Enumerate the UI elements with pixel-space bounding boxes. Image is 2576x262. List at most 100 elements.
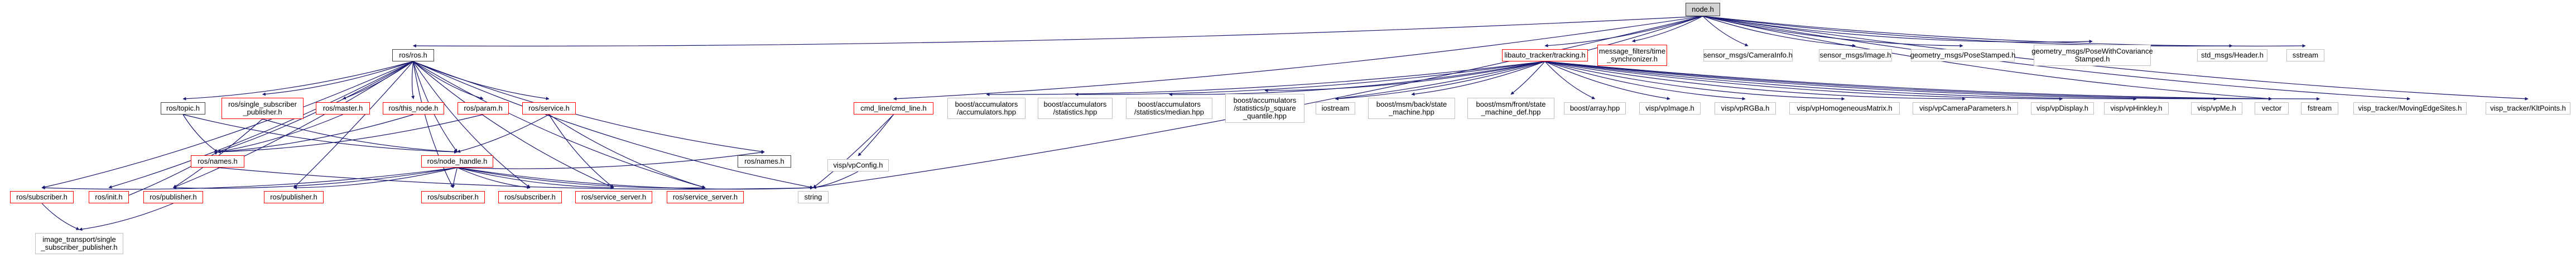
graph-edge <box>172 167 458 190</box>
graph-node-boost-array-hpp[interactable]: boost/array.hpp <box>1564 102 1626 115</box>
graph-edge <box>1544 61 2137 101</box>
graph-node-boost-accumulators-statistics-hpp[interactable]: boost/accumulators /statistics.hpp <box>1038 98 1113 119</box>
graph-edge <box>411 61 415 99</box>
graph-edge <box>813 114 894 188</box>
graph-edge <box>1544 61 1845 101</box>
graph-edge <box>1544 61 1746 101</box>
graph-node-libauto-tracker-tracking-h[interactable]: libauto_tracker/tracking.h <box>1502 49 1588 61</box>
graph-node-visp-vprgba-h[interactable]: visp/vpRGBa.h <box>1715 102 1776 115</box>
graph-edge <box>457 167 706 190</box>
graph-node-visp-tracker-movingedgesites-h[interactable]: visp_tracker/MovingEdgeSites.h <box>2353 102 2467 115</box>
graph-node-visp-vphomogeneousmatrix-h[interactable]: visp/vpHomogeneousMatrix.h <box>1789 102 1900 115</box>
graph-edge <box>172 118 263 188</box>
graph-node-visp-tracker-kltpoints-h[interactable]: visp_tracker/KltPoints.h <box>2486 102 2570 115</box>
graph-node-node-h[interactable]: node.h <box>1686 3 1720 16</box>
graph-node-geometry-msgs-posewithcovariance-stamped-h[interactable]: geometry_msgs/PoseWithCovariance Stamped… <box>2031 45 2153 66</box>
graph-edge <box>1702 16 2306 48</box>
graph-node-visp-vpimage-h[interactable]: visp/vpImage.h <box>1639 102 1701 115</box>
graph-edge <box>1702 16 1749 46</box>
graph-node-ros-publisher-h[interactable]: ros/publisher.h <box>143 191 203 203</box>
graph-edge <box>413 61 814 189</box>
graph-edge <box>457 167 531 189</box>
graph-edge <box>108 61 413 189</box>
graph-node-iostream[interactable]: iostream <box>1316 102 1355 115</box>
graph-edge <box>451 167 458 188</box>
graph-edge <box>342 61 413 99</box>
graph-node-ros-service-h[interactable]: ros/service.h <box>522 102 576 115</box>
graph-edge <box>1544 61 1596 99</box>
graph-edge <box>41 61 413 189</box>
graph-node-ros-topic-h[interactable]: ros/topic.h <box>161 102 205 115</box>
graph-node-sensor-msgs-camerainfo-h[interactable]: sensor_msgs/CameraInfo.h <box>1703 49 1793 61</box>
graph-edge <box>182 114 458 154</box>
graph-node-ros-subscriber-h[interactable]: ros/subscriber.h <box>421 191 485 203</box>
graph-edge <box>457 167 614 189</box>
graph-node-std-msgs-header-h[interactable]: std_msgs/Header.h <box>2197 49 2267 61</box>
graph-edge <box>182 61 413 101</box>
graph-node-ros-single-subscriber-publisher-h[interactable]: ros/single_subscriber _publisher.h <box>222 98 304 119</box>
graph-edge <box>413 61 706 189</box>
graph-node-ros-param-h[interactable]: ros/param.h <box>458 102 509 115</box>
graph-node-ros-publisher-h[interactable]: ros/publisher.h <box>264 191 324 203</box>
graph-edge <box>413 61 531 188</box>
graph-edge <box>1544 61 2063 101</box>
graph-node-visp-vpconfig-h[interactable]: visp/vpConfig.h <box>827 159 889 172</box>
graph-edge <box>812 171 859 189</box>
graph-node-visp-vphinkley-h[interactable]: visp/vpHinkley.h <box>2104 102 2169 115</box>
graph-edge <box>1544 61 1670 101</box>
graph-edge <box>548 114 614 188</box>
graph-edge <box>1264 61 1545 92</box>
graph-node-visp-vpcameraparameters-h[interactable]: visp/vpCameraParameters.h <box>1913 102 2018 115</box>
graph-edge <box>1335 61 1545 101</box>
graph-node-ros-init-h[interactable]: ros/init.h <box>89 191 129 203</box>
graph-node-image-transport-single-subscriber-publisher-h[interactable]: image_transport/single _subscriber_publi… <box>35 233 123 254</box>
graph-node-ros-names-h[interactable]: ros/names.h <box>191 155 244 168</box>
graph-node-ros-service-server-h[interactable]: ros/service_server.h <box>667 191 744 203</box>
graph-edge <box>293 167 458 189</box>
graph-node-boost-msm-front-state-machine-def-hpp[interactable]: boost/msm/front/state _machine_def.hpp <box>1467 98 1554 119</box>
graph-node-ros-service-server-h[interactable]: ros/service_server.h <box>575 191 652 203</box>
graph-edge <box>1510 61 1545 95</box>
graph-node-ros-node-handle-h[interactable]: ros/node_handle.h <box>421 155 493 168</box>
graph-node-ros-this-node-h[interactable]: ros/this_node.h <box>383 102 444 115</box>
graph-node-boost-accumulators-accumulators-hpp[interactable]: boost/accumulators /accumulators.hpp <box>947 98 1025 119</box>
graph-node-fstream[interactable]: fstream <box>2301 102 2338 115</box>
graph-edge <box>217 114 343 154</box>
graph-edge <box>182 114 218 153</box>
graph-node-sensor-msgs-image-h[interactable]: sensor_msgs/Image.h <box>1819 49 1892 61</box>
graph-node-ros-names-h[interactable]: ros/names.h <box>738 155 791 168</box>
graph-edge <box>986 61 1545 97</box>
graph-node-sstream[interactable]: sstream <box>2286 49 2324 61</box>
graph-node-ros-master-h[interactable]: ros/master.h <box>316 102 370 115</box>
graph-edge <box>217 167 814 190</box>
graph-node-string[interactable]: string <box>798 191 829 203</box>
graph-node-message-filters-time-synchronizer-h[interactable]: message_filters/time _synchronizer.h <box>1597 45 1667 66</box>
graph-edge <box>412 61 454 188</box>
graph-node-vector[interactable]: vector <box>2255 102 2289 115</box>
graph-edge <box>79 203 174 231</box>
graph-edge <box>172 61 413 188</box>
graph-edge <box>41 203 80 230</box>
graph-edge <box>1168 61 1545 97</box>
graph-node-boost-msm-back-state-machine-hpp[interactable]: boost/msm/back/state _machine.hpp <box>1368 98 1455 119</box>
graph-node-ros-ros-h[interactable]: ros/ros.h <box>392 49 434 61</box>
graph-node-geometry-msgs-posestamped-h[interactable]: geometry_msgs/PoseStamped.h <box>1910 49 2015 61</box>
graph-edge <box>1631 16 1703 42</box>
graph-edge <box>1702 16 1856 47</box>
graph-edge <box>858 114 894 156</box>
graph-node-visp-vpme-h[interactable]: visp/vpMe.h <box>2191 102 2242 115</box>
graph-edge <box>262 118 458 154</box>
graph-edge <box>293 61 413 188</box>
graph-edge <box>1544 61 2272 101</box>
graph-node-boost-accumulators-statistics-p-square-quantile-hpp[interactable]: boost/accumulators /statistics/p_square … <box>1225 94 1304 123</box>
graph-node-cmd-line-cmd-line-h[interactable]: cmd_line/cmd_line.h <box>854 102 933 115</box>
graph-node-ros-subscriber-h[interactable]: ros/subscriber.h <box>10 191 74 203</box>
graph-edge <box>1544 16 1703 47</box>
graph-node-ros-subscriber-h[interactable]: ros/subscriber.h <box>498 191 562 203</box>
graph-edge <box>1544 61 2217 101</box>
graph-edge <box>413 61 484 100</box>
graph-node-boost-accumulators-statistics-median-hpp[interactable]: boost/accumulators /statistics/median.hp… <box>1126 98 1212 119</box>
graph-node-visp-vpdisplay-h[interactable]: visp/vpDisplay.h <box>2031 102 2094 115</box>
graph-edge <box>1544 61 2320 101</box>
